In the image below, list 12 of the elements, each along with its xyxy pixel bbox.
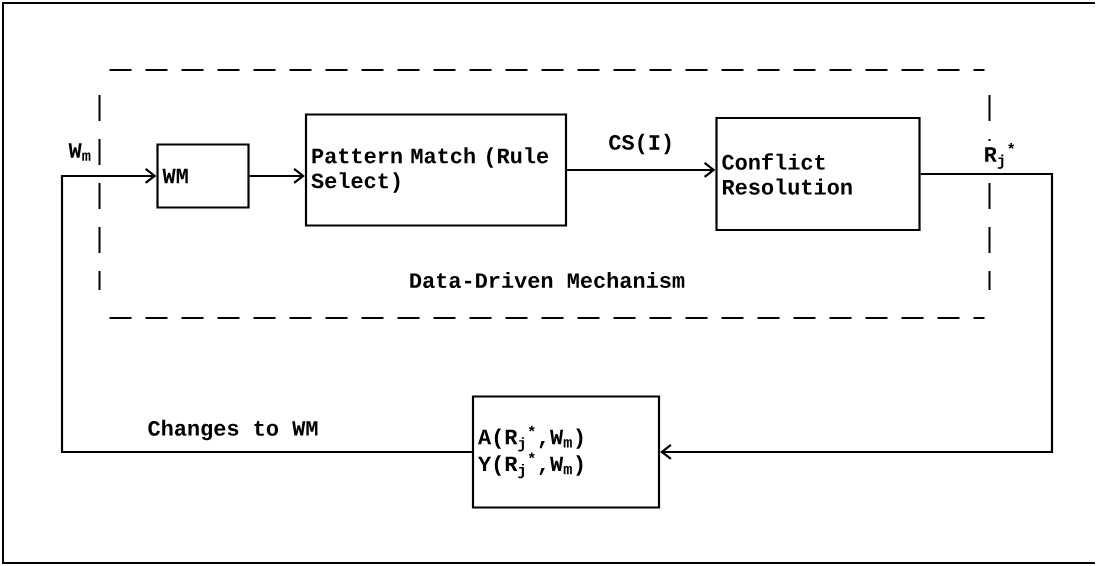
process-box: A(R$_{j}$$^{*}$,W$_{m}$) Y(R$_{j}$$^{*}$,W$_{m}$) bbox=[471, 395, 661, 509]
arrow bbox=[660, 172, 1054, 460]
edge-label: R$_{j}$* bbox=[981, 141, 1019, 171]
arrow bbox=[249, 168, 305, 184]
signal-label: W$_{m}$ bbox=[68, 143, 91, 161]
process-box: WM bbox=[156, 143, 250, 209]
arrow bbox=[60, 168, 472, 454]
process-box: Pattern Match (Rule Select) bbox=[304, 113, 568, 227]
edge-label: Changes to WM bbox=[145, 417, 321, 443]
arrow bbox=[567, 162, 716, 178]
process-box: Conflict Resolution bbox=[715, 116, 921, 232]
edge-label: CS(I) bbox=[606, 131, 677, 157]
